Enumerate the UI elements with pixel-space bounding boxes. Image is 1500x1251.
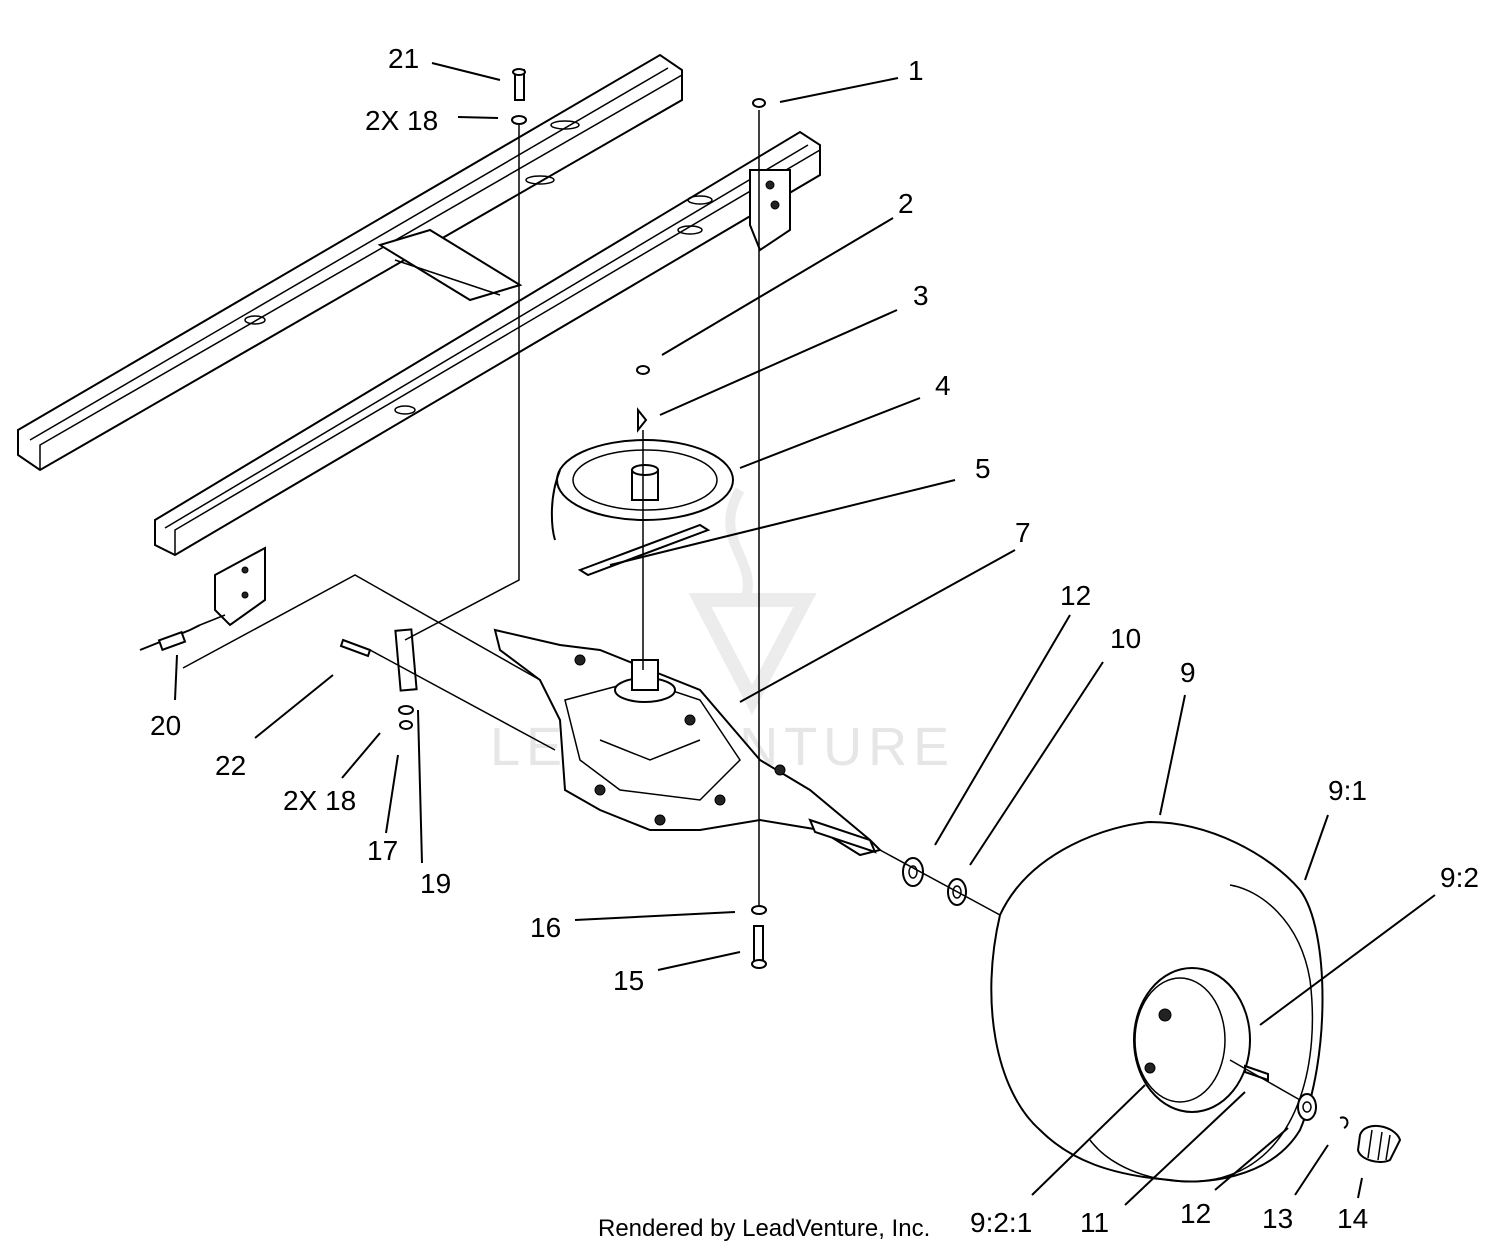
spring-part <box>139 614 226 652</box>
frame-rails <box>17 53 821 627</box>
callout-4: 4 <box>935 370 951 401</box>
callout-17: 17 <box>367 835 398 866</box>
wheel-tire <box>990 820 1324 1183</box>
pulley-assembly <box>550 365 734 577</box>
fasteners <box>339 68 767 969</box>
render-credit: Rendered by LeadVenture, Inc. <box>598 1215 930 1242</box>
callout-9-2: 9:2 <box>1440 862 1479 893</box>
callout-9-2-1: 9:2:1 <box>970 1207 1032 1238</box>
callout-9-1: 9:1 <box>1328 775 1367 806</box>
callout-1: 1 <box>908 55 924 86</box>
hub-hardware <box>1297 1093 1402 1163</box>
leader-lines <box>174 62 1436 1206</box>
callout-3: 3 <box>913 280 929 311</box>
callout-11: 11 <box>1080 1207 1109 1238</box>
axle-washers <box>902 857 967 906</box>
transaxle <box>493 628 882 857</box>
callout-7: 7 <box>1015 517 1031 548</box>
construction-lines <box>182 110 1301 1101</box>
callout-14: 14 <box>1337 1203 1368 1234</box>
callout-10: 10 <box>1110 623 1141 654</box>
callout-15: 15 <box>613 965 644 996</box>
callout-9: 9 <box>1180 657 1196 688</box>
callout-13: 13 <box>1262 1203 1293 1234</box>
callout-12-hub: 12 <box>1180 1198 1211 1229</box>
callout-2x18-top: 2X 18 <box>365 105 438 136</box>
callout-2x18-bottom: 2X 18 <box>283 785 356 816</box>
callout-2: 2 <box>898 188 914 219</box>
callout-16: 16 <box>530 912 561 943</box>
callout-21: 21 <box>388 43 419 74</box>
callout-20: 20 <box>150 710 181 741</box>
callout-labels: 21 2X 18 1 2 3 4 5 7 12 10 9 9:1 9:2 20 … <box>150 43 1479 1238</box>
callout-12-axle: 12 <box>1060 580 1091 611</box>
callout-5: 5 <box>975 453 991 484</box>
callout-19: 19 <box>420 868 451 899</box>
callout-22: 22 <box>215 750 246 781</box>
